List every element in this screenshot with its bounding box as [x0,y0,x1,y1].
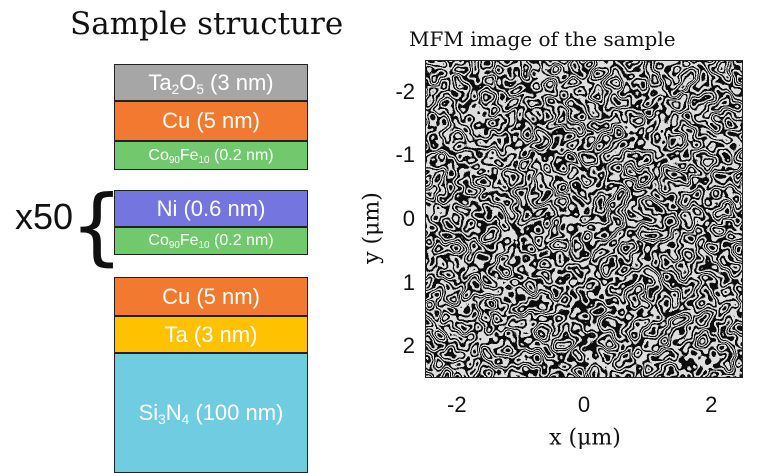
layer-cu-top: Cu (5 nm) [114,101,308,141]
layer-cu-bottom: Cu (5 nm) [114,277,308,316]
layer-ta: Ta (3 nm) [114,316,308,353]
x-tick-label: 0 [577,392,591,417]
y-tick-label: -1 [395,142,415,168]
stack-title: Sample structure [70,6,344,42]
layer-label-cofe-top: Co90Fe10 (0.2 nm) [148,146,274,166]
x-tick-label: -2 [447,392,467,417]
mfm-title: MFM image of the sample [409,27,676,51]
y-tick-label: 1 [402,269,415,295]
layer-cofe-mid: Co90Fe10 (0.2 nm) [114,227,308,255]
mfm-frame [425,60,743,378]
mfm-domain-pattern [425,60,743,378]
x-axis-label: x (μm) [549,425,621,451]
layer-ta2o5: Ta2O5 (3 nm) [114,64,308,101]
y-axis-label: y (μm) [359,192,385,264]
layer-si3n4: Si3N4 (100 nm) [114,353,308,473]
repeat-brace: { [70,177,124,275]
layer-label-cu-bottom: Cu (5 nm) [162,283,260,309]
repeat-label: x50 [15,196,74,237]
layer-cofe-top: Co90Fe10 (0.2 nm) [114,141,308,170]
layer-label-cu-top: Cu (5 nm) [162,108,260,133]
layer-label-ta: Ta (3 nm) [164,321,258,347]
layer-ni: Ni (0.6 nm) [114,190,308,227]
mfm-image [425,60,743,378]
y-tick-label: 0 [402,206,415,231]
layer-label-si3n4: Si3N4 (100 nm) [138,400,284,428]
y-tick-label: 2 [402,333,415,359]
layer-label-ni: Ni (0.6 nm) [156,195,266,221]
y-tick-label: -2 [395,78,415,104]
x-tick-label: 2 [705,392,718,417]
layer-label-cofe-mid: Co90Fe10 (0.2 nm) [148,232,274,251]
layer-label-ta2o5: Ta2O5 (3 nm) [148,69,274,97]
